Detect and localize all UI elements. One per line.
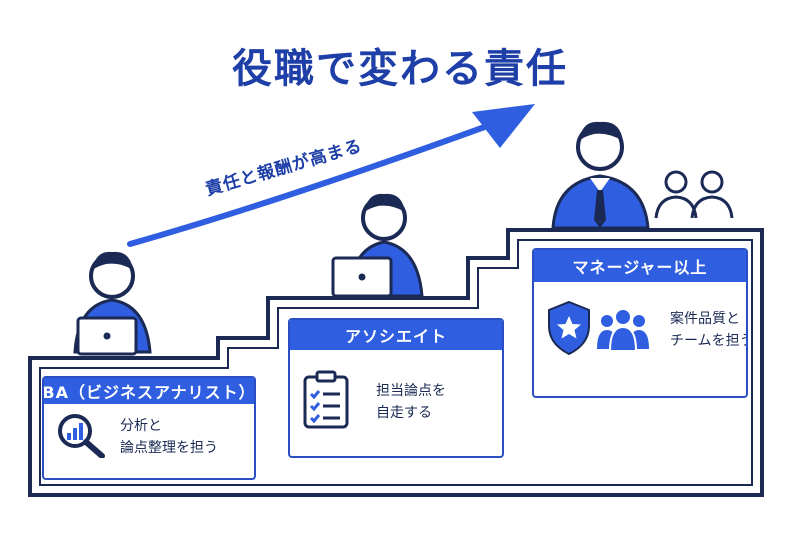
ba-card: BA（ビジネスアナリスト） 分析と 論点整理を担う: [42, 376, 256, 480]
manager-card: マネージャー以上 案件品質と チームを担う: [532, 248, 748, 398]
ba-person-figure: [73, 251, 152, 356]
associate-card-title: アソシエイト: [290, 320, 502, 350]
manager-card-line-1: 案件品質と: [670, 311, 740, 327]
growth-arrow: [127, 104, 535, 247]
ba-card-line-1: 分析と: [120, 418, 162, 434]
associate-card: アソシエイト 担当論点を 自走する: [288, 318, 504, 458]
shield-star-icon: [546, 300, 592, 360]
team-icon: [596, 305, 650, 355]
staircase-outline: [28, 228, 764, 497]
checklist-clipboard-icon: [302, 370, 350, 434]
analysis-magnifier-icon: [56, 412, 106, 462]
ba-card-line-2: 論点整理を担う: [120, 440, 218, 456]
manager-card-title: マネージャー以上: [534, 250, 746, 282]
ba-card-title: BA（ビジネスアナリスト）: [44, 378, 254, 404]
page-title: 役職で変わる責任: [232, 46, 568, 92]
manager-person-figure: [551, 121, 650, 230]
team-outline-icon: [654, 170, 734, 219]
associate-person-figure: [331, 193, 424, 298]
associate-card-line-2: 自走する: [376, 405, 432, 421]
associate-card-line-1: 担当論点を: [376, 383, 446, 399]
manager-card-line-2: チームを担う: [670, 333, 748, 349]
